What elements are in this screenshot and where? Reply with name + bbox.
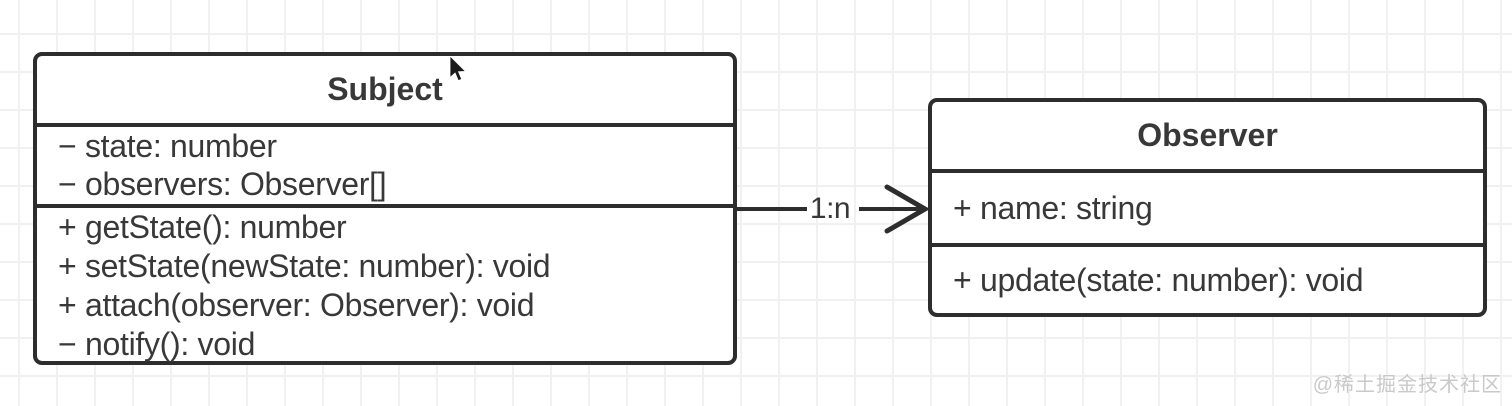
mouse-pointer-icon: [449, 56, 467, 82]
association-arrow[interactable]: [735, 183, 931, 235]
methods-section-observer: + update(state: number): void: [932, 247, 1483, 313]
class-title-subject: Subject: [37, 56, 733, 127]
multiplicity-label[interactable]: 1:n: [809, 192, 851, 225]
method-row: + update(state: number): void: [953, 261, 1364, 298]
class-title-observer: Observer: [932, 102, 1483, 173]
method-row: + setState(newState: number): void: [58, 248, 551, 284]
class-box-observer[interactable]: Observer + name: string + update(state: …: [928, 98, 1487, 317]
attributes-section-observer: + name: string: [932, 173, 1483, 247]
class-box-subject[interactable]: Subject − state: number − observers: Obs…: [33, 52, 737, 365]
attribute-row: − observers: Observer[]: [58, 166, 387, 203]
method-row: + attach(observer: Observer): void: [58, 287, 535, 323]
method-row: − notify(): void: [58, 326, 256, 362]
attribute-row: + name: string: [953, 189, 1153, 226]
method-row: + getState(): number: [58, 209, 347, 245]
attributes-section-subject: − state: number − observers: Observer[]: [37, 127, 733, 208]
watermark-text: @稀土掘金技术社区: [1312, 374, 1502, 396]
attribute-row: − state: number: [58, 127, 277, 164]
methods-section-subject: + getState(): number + setState(newState…: [37, 208, 733, 364]
